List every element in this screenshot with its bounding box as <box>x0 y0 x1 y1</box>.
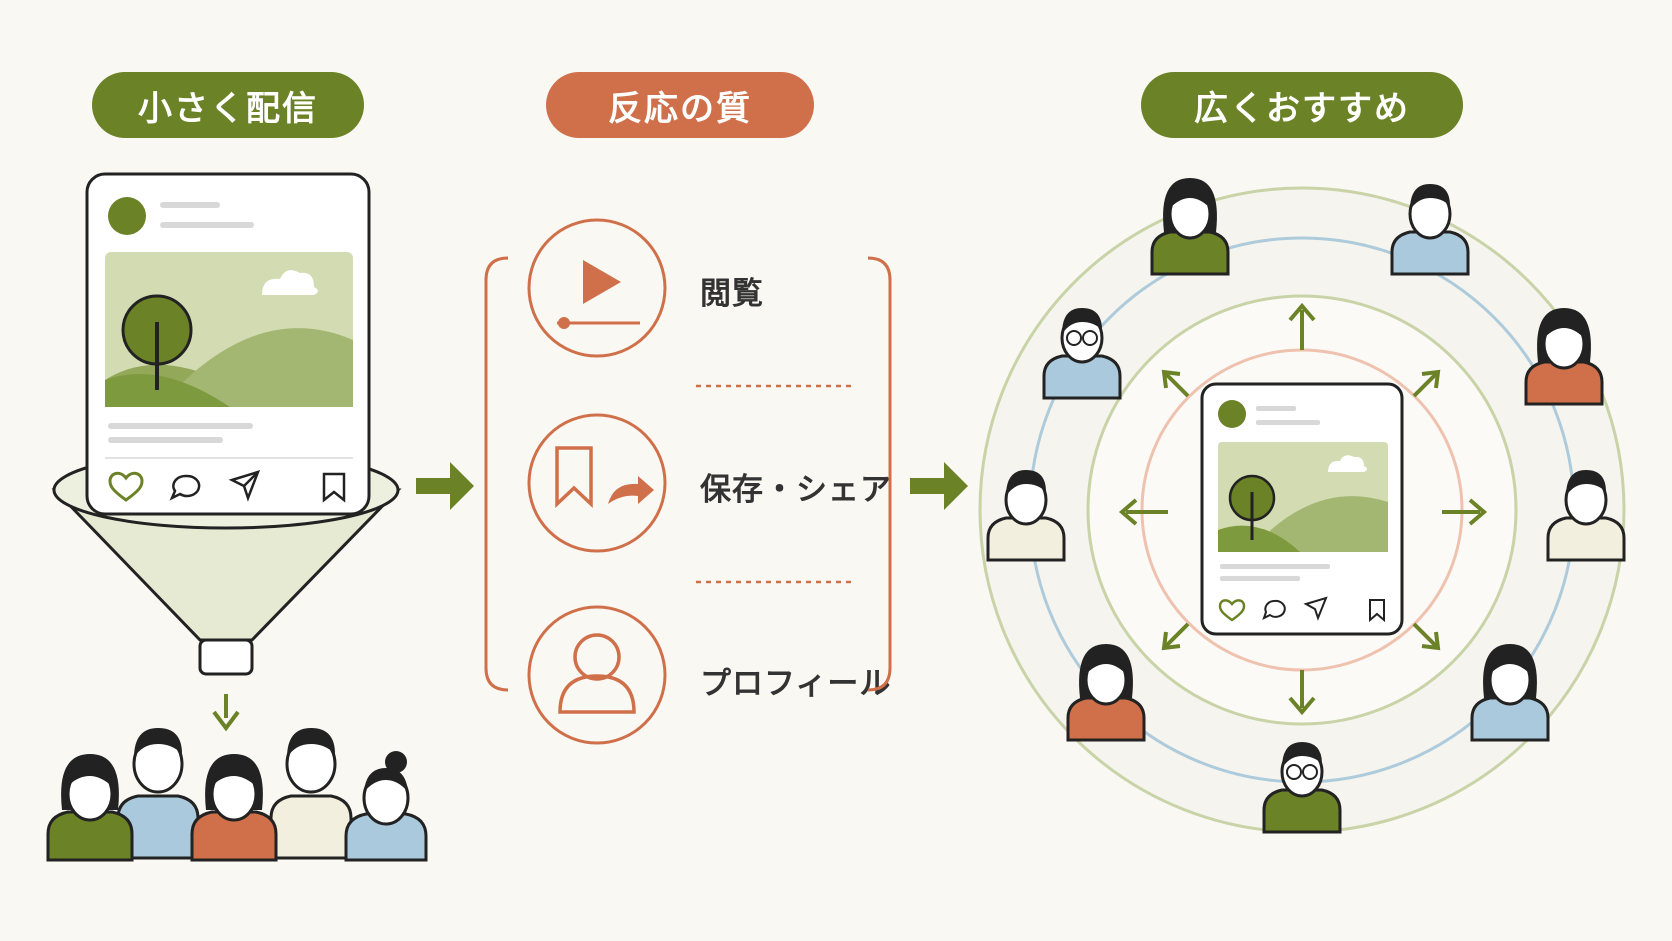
step2-header: 反応の質 <box>546 72 814 138</box>
arrow-right-icon <box>416 462 474 510</box>
arrow-down-icon <box>212 694 240 732</box>
send-icon <box>1303 596 1328 621</box>
signal-label-view: 閲覧 <box>700 276 764 312</box>
signal-label-save-share: 保存・シェア <box>700 472 892 508</box>
heart-icon <box>1218 599 1246 622</box>
spread-arrows <box>1118 302 1488 716</box>
play-icon <box>527 218 667 358</box>
send-icon <box>228 470 261 502</box>
post-card-small-reach <box>85 172 371 516</box>
arrow-right-icon <box>910 462 968 510</box>
bookmark-share-icon <box>527 413 667 553</box>
comment-icon <box>169 474 201 501</box>
bookmark-icon <box>322 472 346 503</box>
profile-icon <box>527 605 667 745</box>
post-card-recommended <box>1200 382 1404 636</box>
comment-icon <box>1262 599 1286 620</box>
bookmark-icon <box>1369 599 1385 623</box>
signal-label-profile: プロフィール <box>700 666 892 702</box>
heart-icon <box>108 471 144 502</box>
step3-header: 広くおすすめ <box>1141 72 1463 138</box>
reaction-bracket <box>484 256 892 692</box>
step1-header: 小さく配信 <box>92 72 364 138</box>
audience-ring-people <box>986 178 1626 834</box>
small-audience-group <box>46 728 428 862</box>
